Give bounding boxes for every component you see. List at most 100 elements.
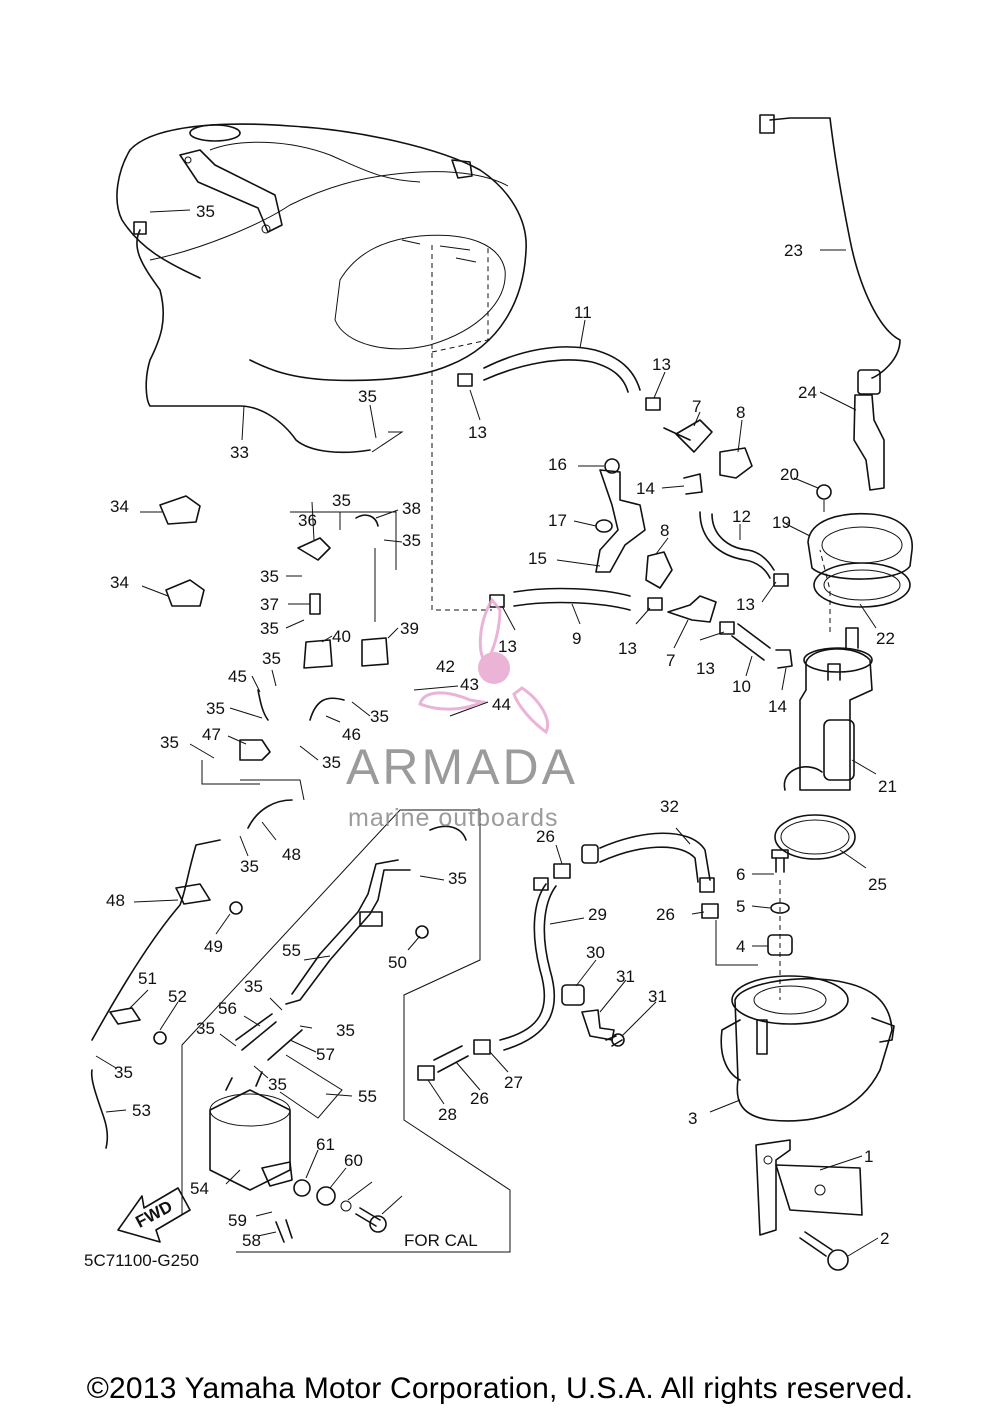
callout-35: 35 (268, 1075, 287, 1094)
diagram-code: 5C71100-G250 (84, 1251, 199, 1270)
leader-lines (95, 209, 879, 1257)
callout-labels: 35 33 35 11 13 13 7 8 16 14 17 8 12 15 2… (84, 202, 897, 1270)
callout-13: 13 (652, 355, 671, 374)
callout-13: 13 (498, 637, 517, 656)
callout-19: 19 (772, 513, 791, 532)
callout-32: 33 (230, 443, 249, 462)
callout-6: 6 (736, 865, 745, 884)
callout-40: 40 (332, 627, 351, 646)
callout-10: 10 (732, 677, 751, 696)
callout-35: 35 (196, 202, 215, 221)
callout-33: 34 (110, 497, 129, 516)
callout-35: 35 (260, 567, 279, 586)
callout-29: 31 (616, 967, 635, 986)
callout-22: 22 (876, 629, 895, 648)
callout-26: 26 (536, 827, 555, 846)
callout-13: 13 (736, 595, 755, 614)
callout-35: 35 (336, 1021, 355, 1040)
callout-16: 16 (548, 455, 567, 474)
callout-41: 43 (460, 675, 479, 694)
callout-46: 48 (282, 845, 301, 864)
callout-5: 5 (736, 897, 745, 916)
callout-8: 8 (736, 403, 745, 422)
callout-47: 48 (106, 891, 125, 910)
callout-1: 1 (864, 1147, 873, 1166)
callout-3: 3 (688, 1109, 697, 1128)
callout-35: 35 (448, 869, 467, 888)
fuel-hoses-drawing (417, 346, 793, 1081)
fwd-arrow: FWD (117, 1187, 191, 1243)
callout-35: 35 (262, 649, 281, 668)
propeller-logo (418, 597, 549, 735)
callout-54: 55 (282, 941, 301, 960)
callout-52: 54 (190, 1179, 209, 1198)
callout-26: 28 (438, 1105, 457, 1124)
callout-14: 14 (768, 697, 787, 716)
callout-31: 32 (660, 797, 679, 816)
copyright-footer: ©2013 Yamaha Motor Corporation, U.S.A. A… (86, 1372, 914, 1405)
callout-53: 55 (358, 1087, 377, 1106)
callout-48: 49 (204, 937, 223, 956)
callout-24: 24 (798, 383, 817, 402)
callout-21: 25 (868, 875, 887, 894)
callout-35: 35 (240, 857, 259, 876)
callout-56: 58 (242, 1231, 261, 1250)
callout-35: 35 (244, 977, 263, 996)
callout-20: 20 (780, 465, 799, 484)
callout-44: 46 (342, 725, 361, 744)
callout-7: 7 (692, 397, 701, 416)
callout-50: 52 (168, 987, 187, 1006)
callout-48: 50 (388, 953, 407, 972)
for-cal-label: FOR CAL (404, 1231, 478, 1250)
watermark-brand: ARMADA (346, 739, 578, 795)
callout-45: 47 (202, 725, 221, 744)
callout-49: 51 (138, 969, 157, 988)
for-cal-panel (181, 809, 511, 1253)
callout-43: 45 (228, 667, 247, 686)
armada-watermark: ARMADA marine outboards (346, 597, 578, 832)
fuel-pump-drawing (715, 114, 913, 1271)
callout-39: 39 (400, 619, 419, 638)
callout-35: 35 (160, 733, 179, 752)
fuel-tank-drawing (116, 123, 527, 611)
callout-35: 35 (358, 387, 377, 406)
watermark-tagline: marine outboards (348, 804, 559, 832)
callout-57: 59 (228, 1211, 247, 1230)
callout-26: 26 (656, 905, 675, 924)
callout-13: 13 (696, 659, 715, 678)
callout-7: 7 (666, 651, 675, 670)
callout-26: 27 (504, 1073, 523, 1092)
callout-13: 13 (468, 423, 487, 442)
callout-35: 35 (370, 707, 389, 726)
parts-diagram: FWD (84, 114, 913, 1271)
callout-36: 36 (298, 511, 317, 530)
callout-27: 29 (588, 905, 607, 924)
callout-42: 44 (492, 695, 511, 714)
callout-51: 53 (132, 1101, 151, 1120)
callout-38: 38 (402, 499, 421, 518)
callout-37: 37 (260, 595, 279, 614)
callout-55: 57 (316, 1045, 335, 1064)
callout-59: 61 (316, 1135, 335, 1154)
callout-11: 11 (574, 303, 592, 322)
callout-9: 9 (572, 629, 581, 648)
callout-23: 23 (784, 241, 803, 260)
callout-34: 34 (110, 573, 129, 592)
callout-14: 14 (636, 479, 655, 498)
callout-17: 17 (548, 511, 567, 530)
callout-35: 35 (322, 753, 341, 772)
callout-35: 35 (196, 1019, 215, 1038)
callout-30: 31 (648, 987, 667, 1006)
callout-41: 42 (436, 657, 455, 676)
breather-hoses-drawing (90, 221, 429, 1149)
callout-4: 4 (736, 937, 745, 956)
callout-55: 56 (218, 999, 237, 1018)
callout-28: 30 (586, 943, 605, 962)
callout-35: 35 (402, 531, 421, 550)
callout-35: 35 (332, 491, 351, 510)
callout-8: 8 (660, 521, 669, 540)
callout-15: 15 (528, 549, 547, 568)
callout-35: 35 (260, 619, 279, 638)
callout-2: 2 (880, 1229, 889, 1248)
callout-35: 35 (114, 1063, 133, 1082)
